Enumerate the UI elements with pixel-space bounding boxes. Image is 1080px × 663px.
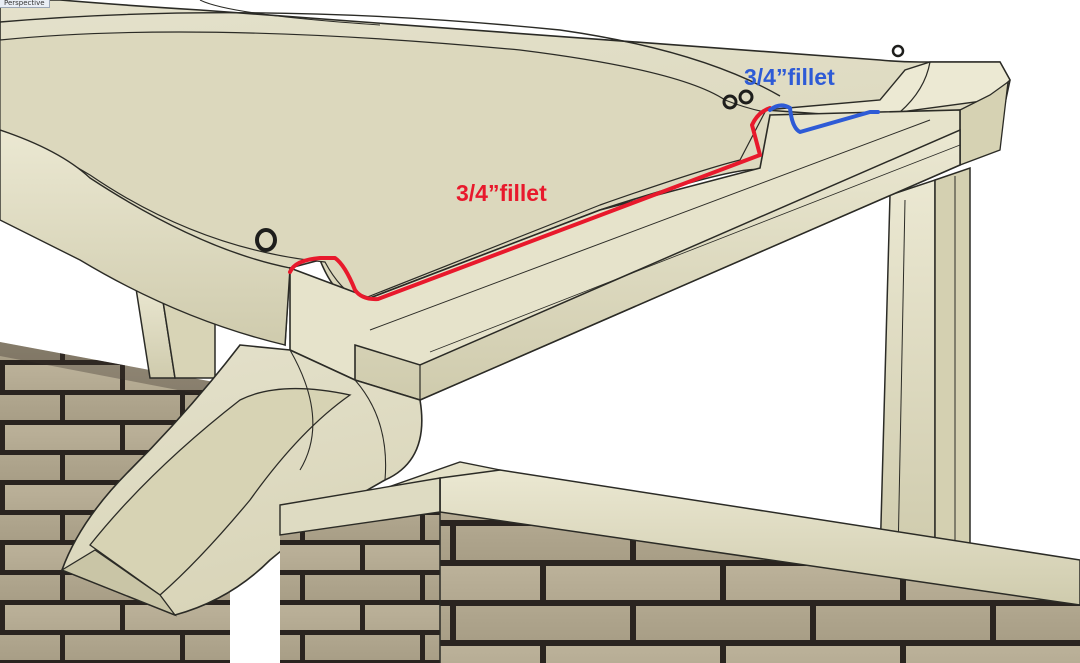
anchor-ring-right xyxy=(891,44,905,58)
block-wall-right xyxy=(279,469,1080,663)
fillet-callout-main: 3/4”fillet xyxy=(456,180,547,206)
fillet-callout-small: 3/4”fillet xyxy=(744,64,835,90)
anchor-ring-left xyxy=(255,228,277,252)
anchor-ring-center xyxy=(722,89,754,110)
support-posts xyxy=(134,166,971,561)
fillet-profile-red xyxy=(288,106,772,302)
fillet-profile-blue xyxy=(768,103,880,134)
viewport-label[interactable]: Perspective xyxy=(0,0,50,8)
cap-tray xyxy=(0,0,1011,347)
scupper-bracket xyxy=(60,344,423,617)
